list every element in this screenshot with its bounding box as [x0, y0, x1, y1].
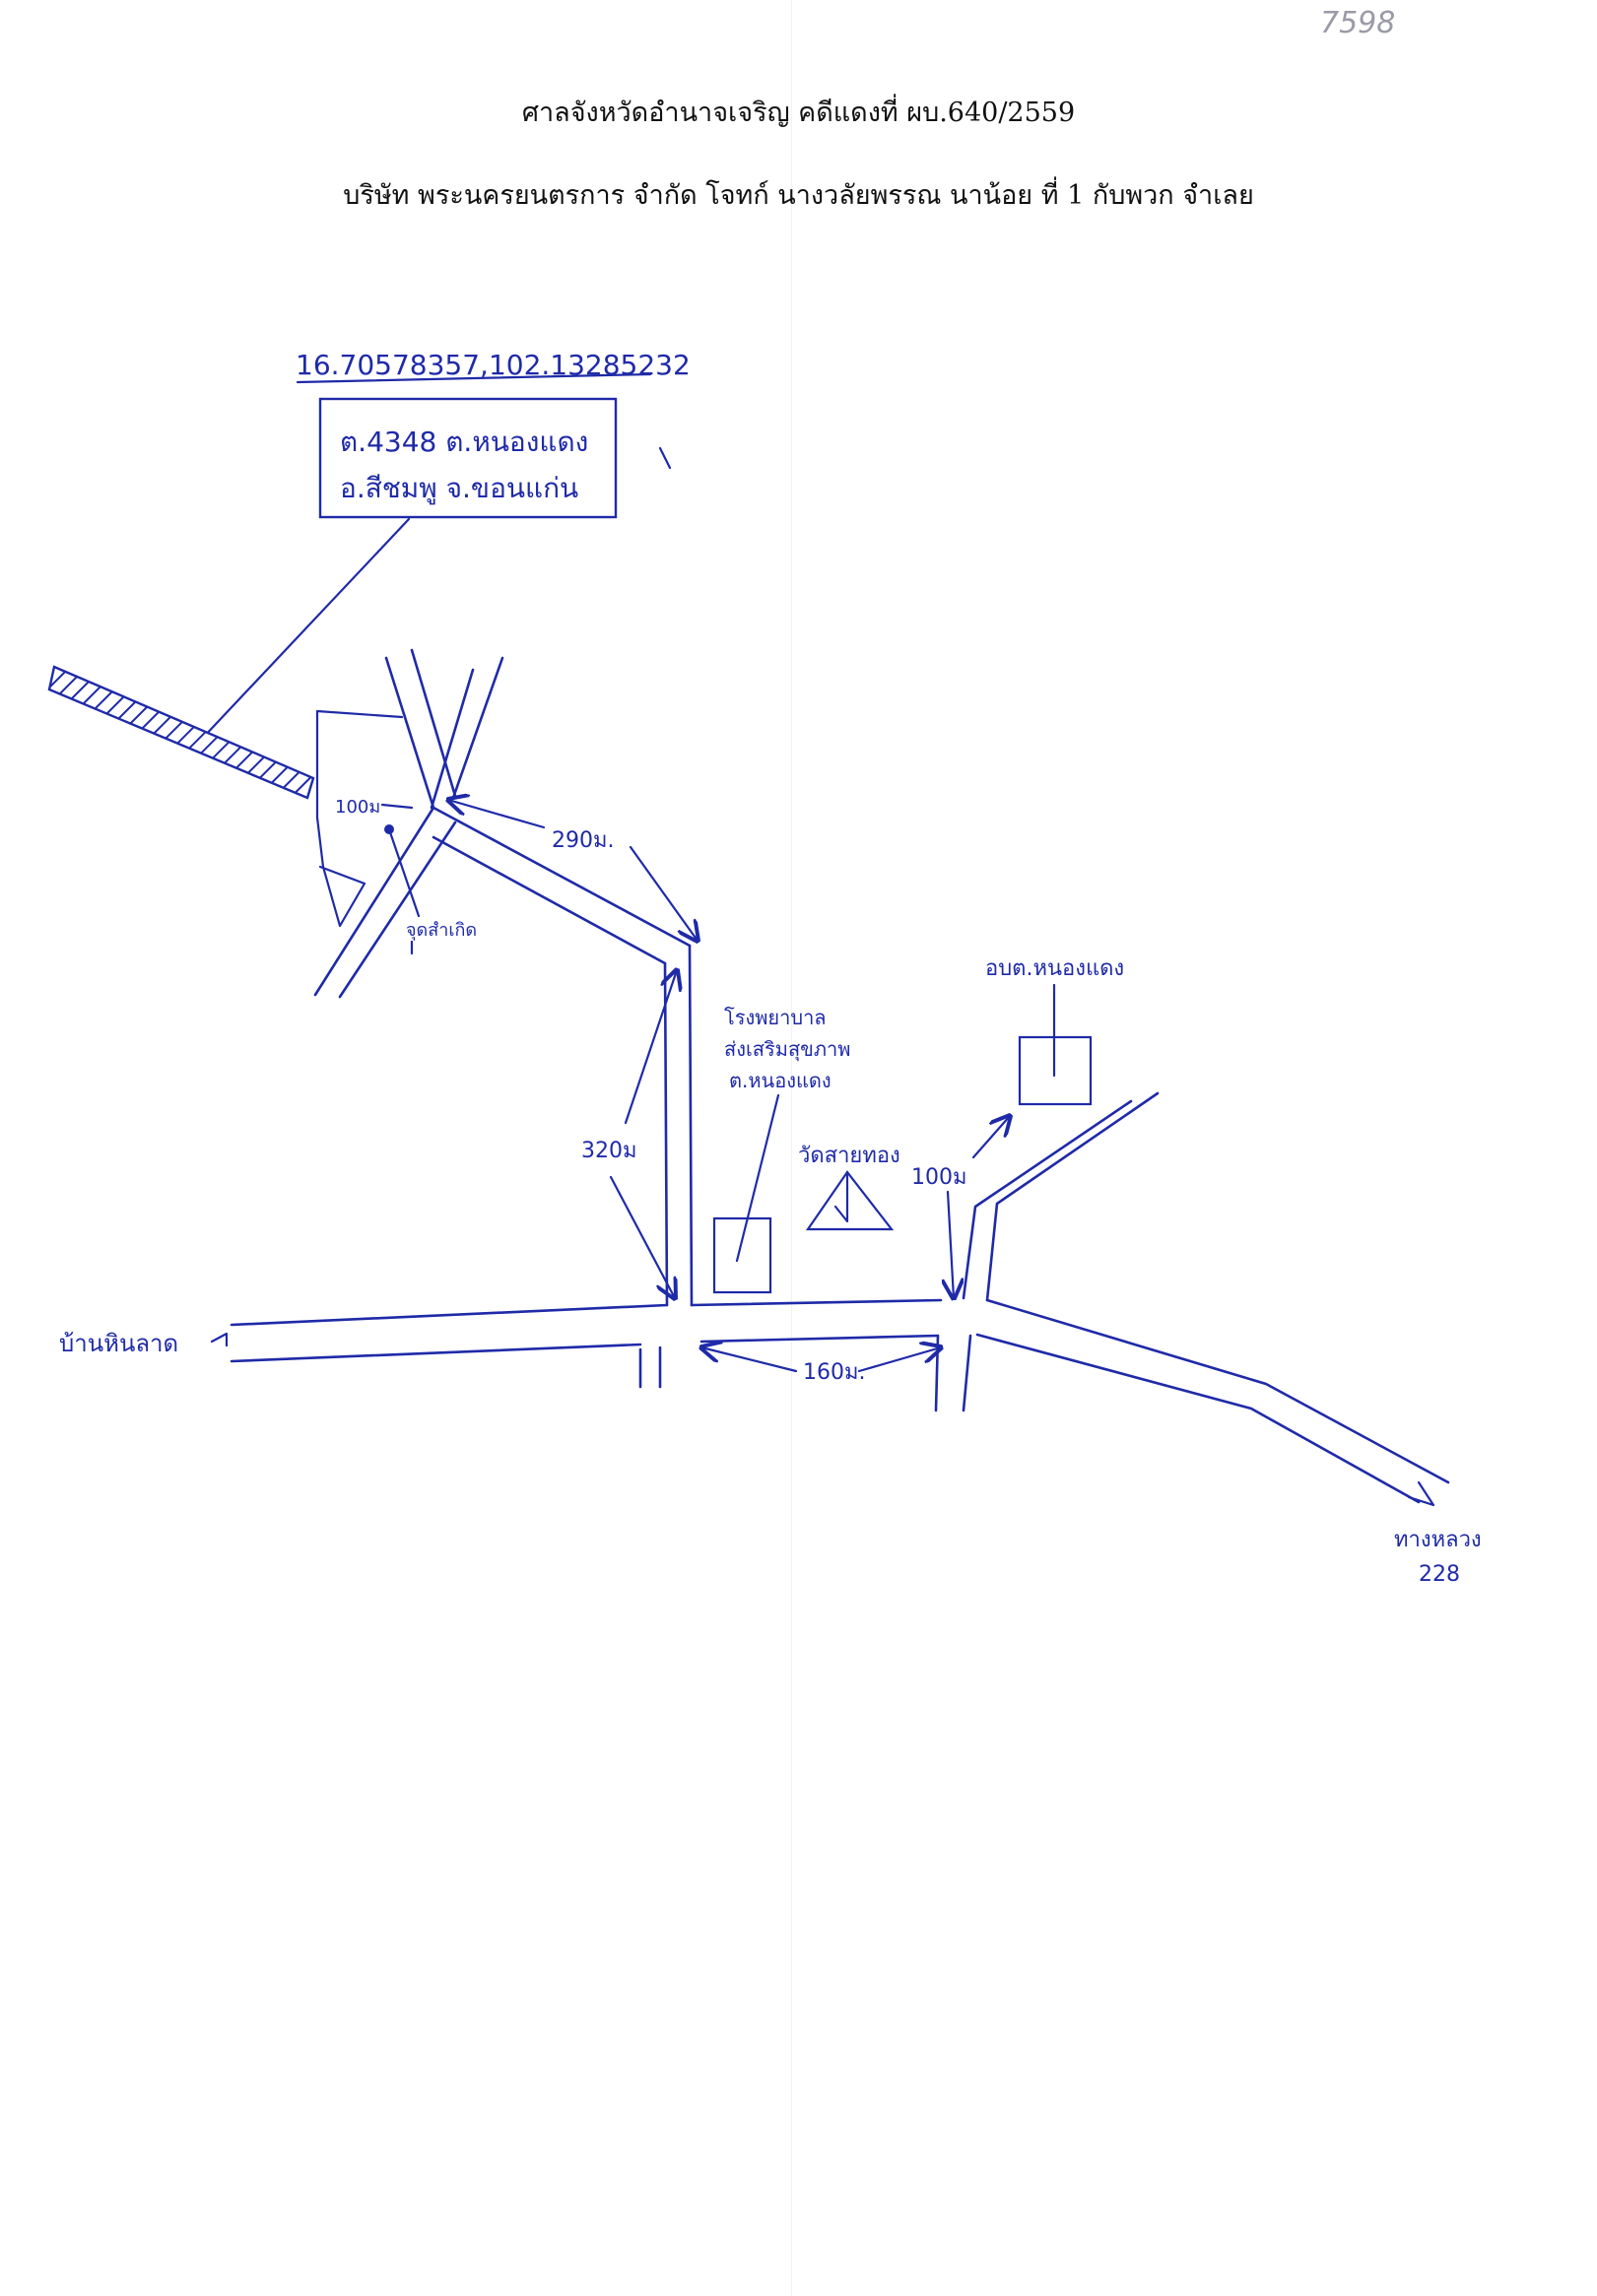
distance-100-top: 100ม: [335, 797, 380, 818]
road-sw-a: [313, 806, 435, 997]
road-ne-branch-a: [430, 668, 475, 810]
main-road-mid-north: [690, 1298, 943, 1307]
diag-road-a: [432, 806, 692, 948]
east-destination-1: ทางหลวง: [1394, 1528, 1482, 1552]
distance-320: 320ม: [581, 1139, 637, 1163]
school-label-1: โรงพยาบาล: [724, 1006, 827, 1029]
tick-100: [380, 803, 414, 810]
arrow-290-left: [448, 800, 546, 829]
road-nw-branch-b: [410, 648, 457, 798]
road-ne-branch-b: [451, 656, 504, 800]
leader-line: [200, 517, 411, 741]
temple-symbol: [805, 1170, 895, 1231]
main-road-east-south: [975, 1333, 1421, 1504]
vertical-road-a: [688, 944, 694, 1307]
school-leader: [735, 1093, 780, 1263]
vertical-road-b: [663, 961, 669, 1307]
main-road-west-south: [230, 1343, 642, 1363]
office-label: อบต.หนองแดง: [985, 956, 1124, 981]
distance-100-right: 100ม: [911, 1165, 967, 1190]
location-line-1: ต.4348 ต.หนองแดง: [340, 426, 588, 458]
east-destination-2: 228: [1419, 1562, 1460, 1587]
stub-4: [962, 1334, 972, 1412]
plot-outline: [315, 709, 404, 928]
location-box: [318, 397, 618, 519]
diag-road-b: [432, 835, 667, 965]
temple-label: วัดสายทอง: [798, 1144, 900, 1168]
road-sw-b: [338, 820, 457, 999]
school-building: [712, 1216, 772, 1294]
page-fold: [791, 0, 792, 2296]
main-road-west-north: [230, 1303, 669, 1327]
road-ne-b: [962, 1099, 1133, 1300]
main-road-east-north: [985, 1298, 1450, 1484]
dot-label: จุดสำเกิด: [406, 920, 477, 941]
school-label-3: ต.หนองแดง: [729, 1069, 832, 1092]
dot-leader: [387, 827, 421, 918]
tick-mark: [658, 446, 672, 470]
stub-3: [934, 1334, 940, 1412]
road-nw-branch-a: [384, 656, 435, 810]
arrow-100-up: [971, 1116, 1010, 1159]
west-arrow: [210, 1332, 229, 1347]
main-road-mid-south: [699, 1334, 940, 1344]
temple-flag: [833, 1170, 849, 1223]
east-arrow: [1407, 1480, 1435, 1507]
court-case-heading: ศาลจังหวัดอำนาจเจริญ คดีแดงที่ ผบ.640/25…: [521, 98, 1076, 128]
west-destination: บ้านหินลาด: [59, 1330, 178, 1357]
distance-290: 290ม.: [552, 828, 615, 853]
road-ne-a: [985, 1091, 1160, 1302]
school-label-2: ส่งเสริมสุขภาพ: [724, 1037, 850, 1062]
gps-coordinates: 16.70578357,102.13285232: [296, 349, 691, 381]
location-line-2: อ.สีชมพู จ.ขอนแก่น: [340, 472, 578, 505]
arrow-100-down: [948, 1190, 954, 1298]
coordinates-underline: [296, 372, 652, 384]
arrow-290-right: [629, 845, 698, 941]
arrow-320-down: [609, 1175, 675, 1298]
arrow-320-up: [624, 970, 677, 1125]
parties-heading: บริษัท พระนครยนตรการ จำกัด โจทก์ นางวลัย…: [343, 180, 1254, 211]
distance-160: 160ม.: [803, 1360, 866, 1385]
land-plot-hatched: [47, 665, 315, 800]
corner-note: 7598: [1320, 6, 1396, 40]
arrow-160-right: [857, 1347, 941, 1373]
arrow-160-left: [701, 1347, 798, 1373]
